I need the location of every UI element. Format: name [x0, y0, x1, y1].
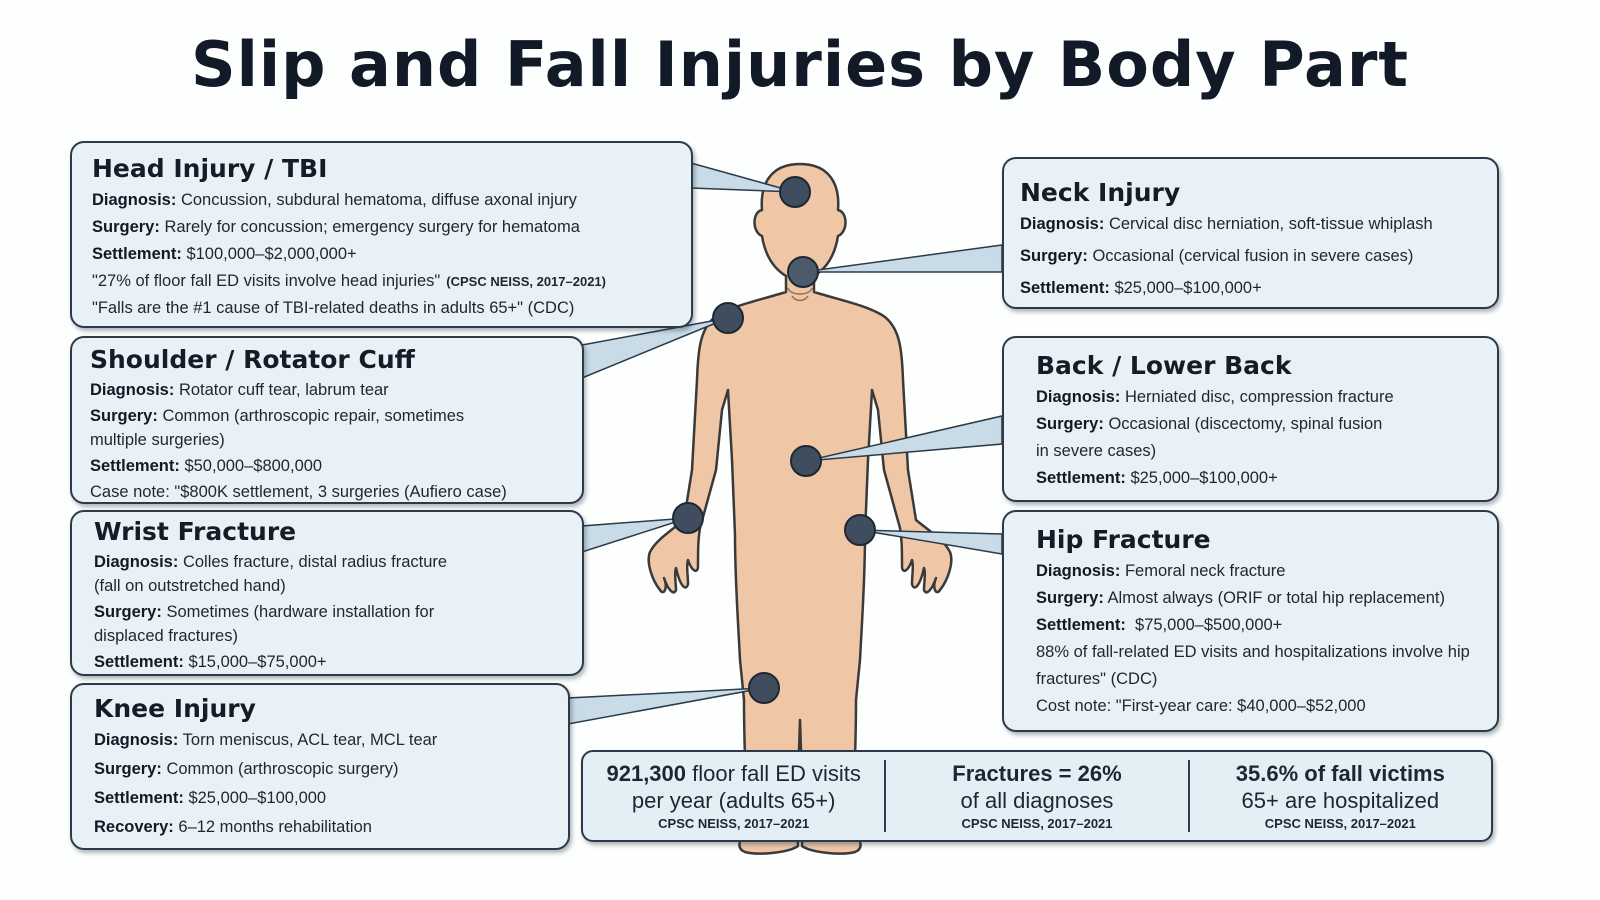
card-title: Knee Injury	[94, 694, 256, 723]
settlement-row: Settlement: $25,000–$100,000+	[1036, 469, 1278, 487]
quote-row: "27% of floor fall ED visits involve hea…	[92, 272, 606, 290]
settlement-row: Settlement: $50,000–$800,000	[90, 457, 323, 475]
card-title: Back / Lower Back	[1036, 351, 1292, 380]
card-title: Neck Injury	[1020, 178, 1181, 207]
stat-row: 88% of fall-related ED visits and hospit…	[1036, 643, 1470, 661]
card-head-injury: Head Injury / TBI Diagnosis: Concussion,…	[70, 141, 693, 328]
marker-neck[interactable]	[787, 256, 819, 288]
pointer-knee	[567, 687, 765, 725]
surgery-row-cont: in severe cases)	[1036, 442, 1157, 460]
page-title: Slip and Fall Injuries by Body Part	[190, 28, 1410, 101]
surgery-row-cont: multiple surgeries)	[90, 431, 225, 449]
card-title: Hip Fracture	[1036, 525, 1211, 554]
card-title: Head Injury / TBI	[92, 154, 328, 183]
settlement-row: Settlement: $100,000–$2,000,000+	[92, 245, 357, 263]
diagnosis-row: Diagnosis: Torn meniscus, ACL tear, MCL …	[94, 731, 438, 749]
card-hip-fracture: Hip Fracture Diagnosis: Femoral neck fra…	[1002, 510, 1499, 732]
card-back-injury: Back / Lower Back Diagnosis: Herniated d…	[1002, 336, 1499, 502]
marker-back[interactable]	[790, 445, 822, 477]
diagnosis-row: Diagnosis: Cervical disc herniation, sof…	[1020, 215, 1433, 233]
stat-hospitalized: 35.6% of fall victims 65+ are hospitaliz…	[1187, 760, 1491, 832]
settlement-row: Settlement: $15,000–$75,000+	[94, 653, 327, 671]
card-knee-injury: Knee Injury Diagnosis: Torn meniscus, AC…	[70, 683, 570, 850]
surgery-row: Surgery: Rarely for concussion; emergenc…	[92, 218, 580, 236]
settlement-row: Settlement: $75,000–$500,000+	[1036, 616, 1283, 634]
injury-markers	[672, 176, 876, 704]
stat-ed-visits: 921,300 floor fall ED visits per year (a…	[606, 761, 861, 831]
card-shoulder-injury: Shoulder / Rotator Cuff Diagnosis: Rotat…	[70, 336, 584, 504]
statistics-panel: 921,300 floor fall ED visits per year (a…	[581, 750, 1493, 842]
quote-row: "Falls are the #1 cause of TBI-related d…	[92, 299, 575, 317]
recovery-row: Recovery: 6–12 months rehabilitation	[94, 818, 372, 836]
marker-shoulder[interactable]	[712, 302, 744, 334]
surgery-row: Surgery: Common (arthroscopic repair, so…	[90, 407, 465, 425]
human-body-figure	[647, 162, 953, 855]
neck-vertebrae-detail	[787, 287, 813, 302]
stat-row-cont: fractures" (CDC)	[1036, 670, 1158, 688]
surgery-row: Surgery: Almost always (ORIF or total hi…	[1036, 589, 1445, 607]
surgery-row: Surgery: Occasional (cervical fusion in …	[1020, 247, 1414, 265]
pointers	[567, 162, 1003, 725]
settlement-row: Settlement: $25,000–$100,000	[94, 789, 327, 807]
case-note-row: Case note: "$800K settlement, 3 surgerie…	[90, 483, 507, 501]
diagnosis-row: Diagnosis: Colles fracture, distal radiu…	[94, 553, 448, 571]
card-neck-injury: Neck Injury Diagnosis: Cervical disc her…	[1002, 157, 1499, 309]
diagnosis-row: Diagnosis: Rotator cuff tear, labrum tea…	[90, 381, 389, 399]
diagnosis-row: Diagnosis: Femoral neck fracture	[1036, 562, 1286, 580]
surgery-row-cont: displaced fractures)	[94, 627, 238, 645]
marker-head[interactable]	[779, 176, 811, 208]
card-wrist-fracture: Wrist Fracture Diagnosis: Colles fractur…	[70, 510, 584, 676]
cost-note-row: Cost note: "First-year care: $40,000–$52…	[1036, 697, 1366, 715]
card-title: Shoulder / Rotator Cuff	[90, 345, 415, 374]
surgery-row: Surgery: Sometimes (hardware installatio…	[94, 603, 435, 621]
marker-wrist[interactable]	[672, 502, 704, 534]
diagnosis-row: Diagnosis: Herniated disc, compression f…	[1036, 388, 1394, 406]
marker-hip[interactable]	[844, 514, 876, 546]
marker-knee[interactable]	[748, 672, 780, 704]
diagnosis-row-cont: (fall on outstretched hand)	[94, 577, 286, 595]
card-title: Wrist Fracture	[94, 517, 297, 546]
surgery-row: Surgery: Common (arthroscopic surgery)	[94, 760, 399, 778]
diagnosis-row: Diagnosis: Concussion, subdural hematoma…	[92, 191, 577, 209]
stat-fractures: Fractures = 26% of all diagnoses CPSC NE…	[884, 760, 1187, 832]
surgery-row: Surgery: Occasional (discectomy, spinal …	[1036, 415, 1383, 433]
settlement-row: Settlement: $25,000–$100,000+	[1020, 279, 1262, 297]
